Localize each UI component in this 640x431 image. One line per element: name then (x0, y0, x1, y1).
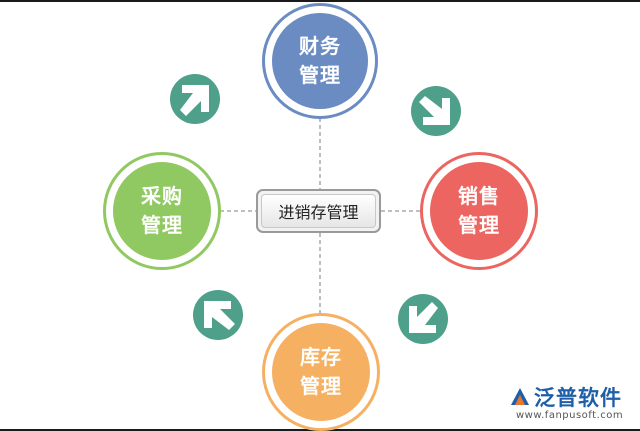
finance-node-label-line1: 财务 (299, 34, 341, 58)
center-label: 进销存管理 (278, 203, 359, 222)
arrow-down-right-icon (411, 86, 461, 136)
sales-node-label-line2: 管理 (458, 213, 500, 237)
brand-url: www.fanpusoft.com (516, 410, 624, 421)
inventory-node-label-line1: 库存 (300, 345, 342, 369)
inventory-node: 库存 管理 (262, 313, 380, 431)
center-box: 进销存管理 (256, 189, 381, 233)
sales-node-label-line1: 销售 (458, 184, 500, 208)
purchase-node: 采购 管理 (103, 152, 221, 270)
arrow-down-left-icon (398, 294, 448, 344)
purchase-node-label-line1: 采购 (141, 184, 183, 208)
arrow-up-left-icon (193, 290, 243, 340)
purchase-node-label-line2: 管理 (141, 213, 183, 237)
inventory-node-label-line2: 管理 (300, 374, 342, 398)
finance-node-label-line2: 管理 (299, 63, 341, 87)
arrow-up-right-icon (170, 74, 220, 124)
top-frame-line (0, 0, 640, 2)
sales-node: 销售 管理 (420, 152, 538, 270)
brand-logo: 泛普软件 www.fanpusoft.com (508, 382, 632, 428)
finance-node: 财务 管理 (262, 3, 378, 119)
brand-logo-icon (511, 388, 529, 405)
brand-name: 泛普软件 (534, 386, 622, 410)
